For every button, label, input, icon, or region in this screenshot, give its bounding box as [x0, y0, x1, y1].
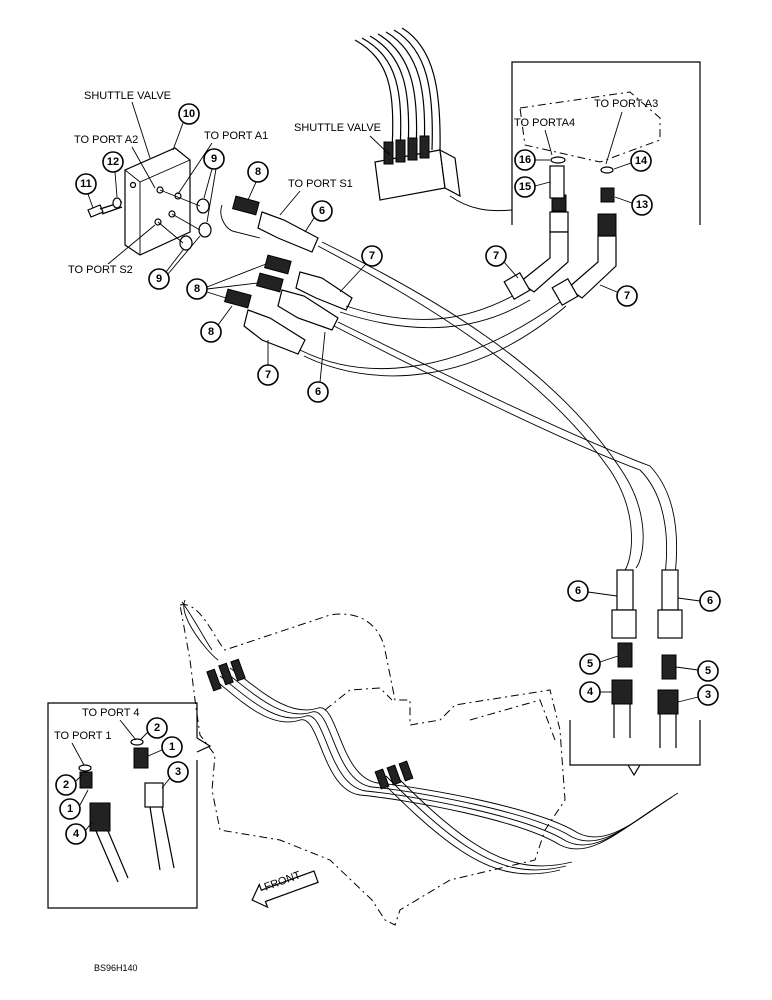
- svg-text:8: 8: [208, 326, 214, 338]
- svg-text:11: 11: [80, 178, 92, 190]
- top-right-hoses: [503, 187, 617, 306]
- lower-hose-bundle: [206, 658, 679, 875]
- top-hose-bundle: [354, 27, 441, 151]
- svg-text:9: 9: [156, 273, 162, 285]
- svg-text:7: 7: [624, 290, 630, 302]
- callout-7-mid: 7: [361, 245, 383, 267]
- front-arrow: [251, 870, 319, 909]
- callout-3-right: 3: [697, 684, 719, 706]
- callout-9-bottom: 9: [148, 268, 170, 290]
- bolt-and-washer: [87, 197, 123, 218]
- svg-text:14: 14: [635, 155, 648, 167]
- svg-text:3: 3: [705, 689, 711, 701]
- shuttle-valve-left: [124, 147, 191, 256]
- svg-text:6: 6: [707, 595, 713, 607]
- callout-11: 11: [75, 173, 97, 195]
- svg-text:10: 10: [183, 108, 195, 120]
- svg-text:4: 4: [587, 686, 594, 698]
- long-hoses: [299, 241, 678, 576]
- callout-12: 12: [102, 151, 124, 173]
- svg-text:5: 5: [587, 658, 593, 670]
- svg-text:7: 7: [493, 250, 499, 262]
- svg-text:6: 6: [575, 585, 581, 597]
- o-ring-16: [550, 156, 566, 164]
- callout-7-right-left: 7: [485, 245, 507, 267]
- callout-5-right: 5: [697, 660, 719, 682]
- callout-4-right: 4: [579, 681, 601, 703]
- svg-text:16: 16: [519, 154, 531, 166]
- hose-ends-left: [243, 211, 353, 355]
- callout-2-left: 2: [55, 774, 77, 796]
- svg-text:2: 2: [154, 722, 160, 734]
- svg-text:1: 1: [169, 741, 175, 753]
- callout-14: 14: [630, 150, 652, 172]
- callout-5-left: 5: [579, 653, 601, 675]
- top-right-detail-box: [511, 61, 701, 225]
- label-shuttle-valve-left: SHUTTLE VALVE: [84, 90, 171, 102]
- o-ring-mid: [198, 222, 212, 238]
- svg-text:7: 7: [369, 250, 375, 262]
- callout-8-bottom: 8: [200, 321, 222, 343]
- svg-text:6: 6: [315, 386, 321, 398]
- callout-6-lower-right: 6: [699, 590, 721, 612]
- svg-text:13: 13: [636, 199, 648, 211]
- svg-text:15: 15: [519, 181, 531, 193]
- label-to-port-4: TO PORT 4: [82, 707, 139, 719]
- shuttle-valve-top: [374, 135, 513, 212]
- svg-text:2: 2: [63, 779, 69, 791]
- o-ring-top: [196, 198, 210, 214]
- svg-text:8: 8: [255, 166, 261, 178]
- label-to-port-a2: TO PORT A2: [74, 134, 138, 146]
- label-to-port-s2: TO PORT S2: [68, 264, 133, 276]
- callout-7-right: 7: [616, 285, 638, 307]
- fitting-group-8: [220, 195, 292, 309]
- callout-16: 16: [514, 149, 536, 171]
- svg-text:6: 6: [319, 205, 325, 217]
- figure-code: BS96H140: [94, 963, 138, 973]
- fitting-15: [549, 165, 565, 199]
- callout-13: 13: [631, 194, 653, 216]
- label-to-port-1: TO PORT 1: [54, 730, 111, 742]
- callout-10: 10: [178, 103, 200, 125]
- label-shuttle-valve-top: SHUTTLE VALVE: [294, 122, 381, 134]
- callout-8-mid: 8: [186, 278, 208, 300]
- callout-4-left: 4: [65, 823, 87, 845]
- svg-text:3: 3: [175, 766, 181, 778]
- callout-1-left: 1: [59, 798, 81, 820]
- callout-7-bottom: 7: [257, 364, 279, 386]
- svg-text:7: 7: [265, 369, 271, 381]
- svg-text:12: 12: [107, 156, 119, 168]
- machine-outline: [179, 599, 566, 926]
- callout-9-top: 9: [203, 148, 225, 170]
- callout-6-lower-left: 6: [567, 580, 589, 602]
- callout-2-top: 2: [146, 717, 168, 739]
- label-to-port-a1: TO PORT A1: [204, 130, 268, 142]
- callout-1-top: 1: [161, 736, 183, 758]
- callout-6-top: 6: [311, 200, 333, 222]
- callout-6-bottom: 6: [307, 381, 329, 403]
- label-to-port-a3: TO PORT A3: [594, 98, 658, 110]
- label-to-port-s1: TO PORT S1: [288, 178, 353, 190]
- callout-3-left: 3: [167, 761, 189, 783]
- svg-text:5: 5: [705, 665, 711, 677]
- label-to-port-a4: TO PORTA4: [514, 117, 575, 129]
- callout-15: 15: [514, 176, 536, 198]
- o-ring-left: [179, 235, 193, 251]
- svg-text:4: 4: [73, 828, 80, 840]
- svg-text:9: 9: [211, 153, 217, 165]
- callout-8-top: 8: [247, 161, 269, 183]
- svg-text:8: 8: [194, 283, 200, 295]
- lower-right-fittings: [569, 569, 701, 777]
- o-ring-14: [600, 166, 614, 174]
- svg-text:1: 1: [67, 803, 73, 815]
- lower-left-detail-box: [47, 702, 212, 909]
